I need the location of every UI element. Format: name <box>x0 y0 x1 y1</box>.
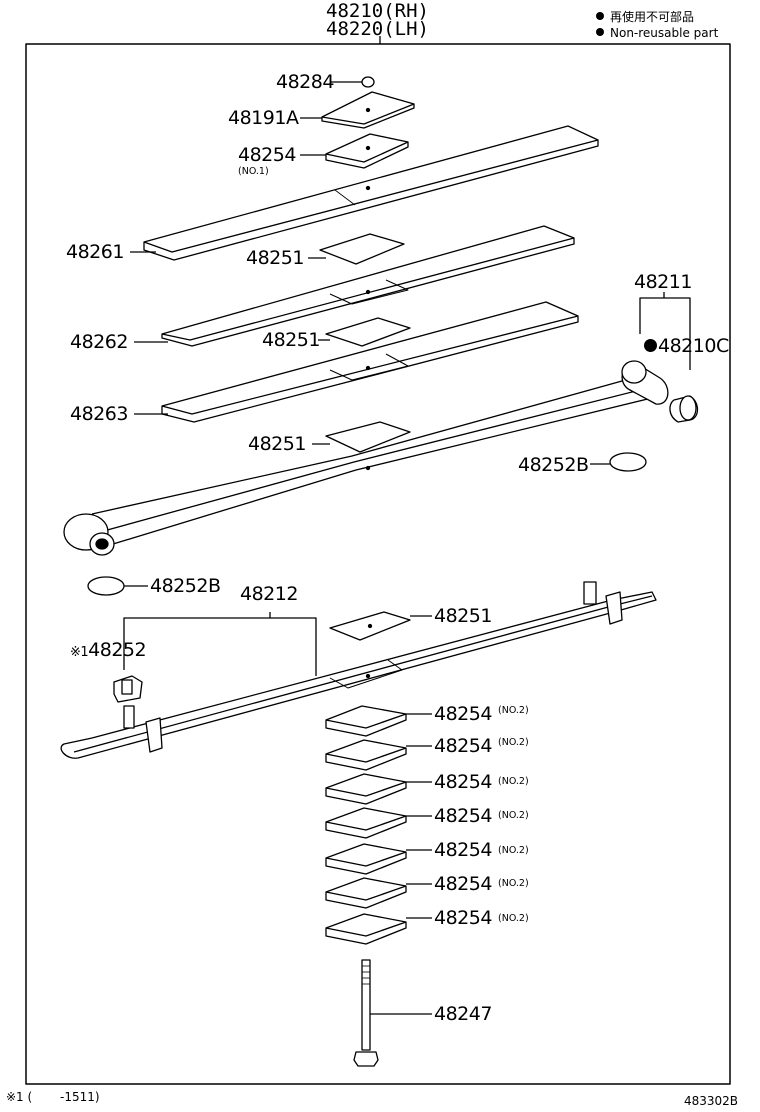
leaf-48262 <box>134 225 575 347</box>
pad-48251-d <box>329 611 432 641</box>
label-stack-part: 48254 <box>434 873 492 895</box>
label-stack-note: (NO.2) <box>498 878 529 889</box>
note-prefix: ※1 <box>70 645 89 660</box>
label-stack-part: 48254 <box>434 907 492 929</box>
note-no1: (NO.1) <box>238 166 269 177</box>
label-48254-no1: 48254 <box>238 144 296 166</box>
plate-48254-no1 <box>300 133 409 169</box>
label-48261: 48261 <box>66 241 124 263</box>
frame-border <box>25 43 731 1085</box>
pad-48251-a <box>308 233 405 265</box>
label-48251-b: 48251 <box>262 329 320 351</box>
label-48210C: 48210C <box>644 336 729 356</box>
leaf-48263 <box>134 301 579 423</box>
label-48191A: 48191A <box>228 107 299 129</box>
label-48252-text: 48252 <box>88 639 147 661</box>
diagram-code: 483302B <box>684 1094 739 1108</box>
nut-48284 <box>330 76 375 88</box>
label-stack-part: 48254 <box>434 771 492 793</box>
label-48210C-text: 48210C <box>658 335 729 357</box>
disk-48252B-right <box>590 452 647 472</box>
label-48211: 48211 <box>634 271 692 293</box>
legend-jp: 再使用不可部品 <box>596 10 694 24</box>
label-stack-part: 48254 <box>434 735 492 757</box>
label-48252B-right: 48252B <box>518 454 589 476</box>
label-48284: 48284 <box>276 71 334 93</box>
clip-48252 <box>113 675 143 703</box>
disk-48252B-left <box>87 576 148 596</box>
label-48252: ※148252 <box>70 639 147 661</box>
non-reusable-dot-icon <box>596 28 604 36</box>
label-48252B-left: 48252B <box>150 575 221 597</box>
pad-48251-c <box>312 421 411 453</box>
stack-plates <box>325 705 432 945</box>
legend-en-text: Non-reusable part <box>610 26 719 40</box>
title-lh: 48220(LH) <box>326 18 429 40</box>
footer-note: ※1 ( -1511) <box>6 1090 100 1104</box>
helper-leaf-48212 <box>60 581 657 759</box>
label-48263: 48263 <box>70 403 128 425</box>
label-48251-d: 48251 <box>434 605 492 627</box>
main-leaf-48211 <box>63 360 699 556</box>
label-stack-part: 48254 <box>434 703 492 725</box>
label-stack-note: (NO.2) <box>498 810 529 821</box>
label-stack-note: (NO.2) <box>498 845 529 856</box>
label-stack-note: (NO.2) <box>498 737 529 748</box>
legend-jp-text: 再使用不可部品 <box>610 10 695 24</box>
bolt-48247 <box>353 959 432 1067</box>
label-48251-a: 48251 <box>246 247 304 269</box>
leaf-48261 <box>130 125 599 261</box>
label-48262: 48262 <box>70 331 128 353</box>
legend-en: Non-reusable part <box>596 26 718 40</box>
label-stack-note: (NO.2) <box>498 913 529 924</box>
non-reusable-dot-icon <box>596 12 604 20</box>
label-stack-part: 48254 <box>434 805 492 827</box>
label-48212: 48212 <box>240 583 298 605</box>
label-stack-note: (NO.2) <box>498 705 529 716</box>
non-reusable-dot-icon <box>644 339 657 352</box>
label-48247: 48247 <box>434 1003 492 1025</box>
pad-48251-b <box>318 317 411 347</box>
plate-48191A <box>300 91 415 129</box>
label-stack-part: 48254 <box>434 839 492 861</box>
label-48251-c: 48251 <box>248 433 306 455</box>
label-stack-note: (NO.2) <box>498 776 529 787</box>
title-rh: 48210(RH) <box>326 0 429 22</box>
